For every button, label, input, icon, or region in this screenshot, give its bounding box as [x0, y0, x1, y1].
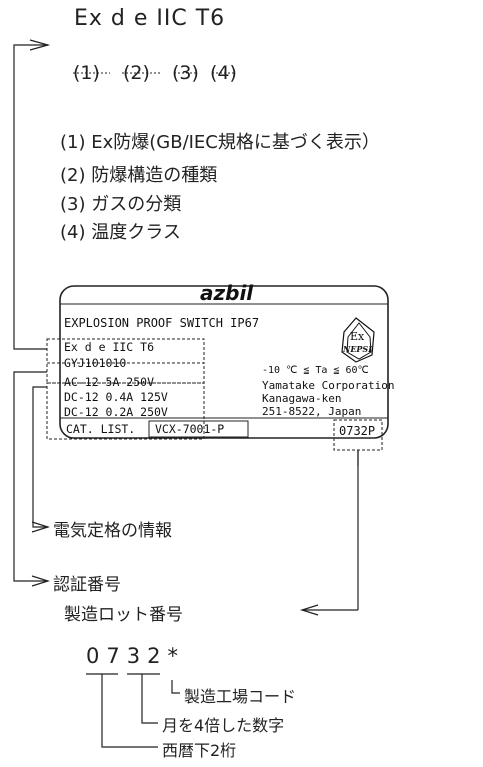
cat-no-box	[148, 420, 249, 438]
lot-example-digits: 0732*	[86, 644, 185, 668]
code-num-4: (4)	[210, 62, 237, 84]
plate-rating-2: DC-12 0.4A 125V	[64, 390, 168, 404]
arrowhead-elec	[31, 521, 51, 533]
code-num-2: (2)	[123, 62, 150, 84]
nameplate-outline	[59, 285, 389, 439]
plate-title: EXPLOSION PROOF SWITCH IP67	[64, 316, 260, 330]
legend-item-4: (4) 温度クラス	[60, 222, 181, 243]
plate-lot-no: 0732P	[339, 424, 376, 438]
lot-factory-code: 製造工場コード	[184, 687, 297, 706]
brand-logo: azbil	[200, 281, 254, 305]
legend-item-1: (1) Ex防爆(GB/IEC規格に基づく表示）	[60, 132, 380, 153]
arrowhead-top	[29, 39, 51, 51]
callout-electrical-rating: 電気定格の情報	[53, 521, 172, 541]
plate-address-1: Kanagawa-ken	[262, 392, 342, 405]
arrowhead-lot	[299, 604, 319, 616]
plate-address-2: 251-8522, Japan	[262, 405, 362, 418]
callout-lot-number: 製造ロット番号	[64, 605, 183, 625]
legend-item-2: (2) 防爆構造の種類	[60, 165, 218, 186]
legend-item-3: (3) ガスの分類	[60, 194, 182, 215]
plate-company: Yamatake Corporation	[262, 379, 395, 392]
plate-rating-1: AC-12 5A 250V	[64, 375, 155, 389]
arrowhead-cert	[31, 575, 51, 587]
plate-cat-no: VCX-7001-P	[155, 422, 225, 436]
lot-box	[333, 419, 383, 451]
nepsi-mark-icon	[341, 317, 375, 363]
ex-code-leader	[13, 44, 48, 350]
plate-temp-range: -10 ℃ ≦ Ta ≦ 60℃	[262, 365, 369, 376]
elec-leader	[32, 386, 48, 528]
plate-ex-code: Ex d e IIC T6	[64, 340, 155, 354]
cert-box	[46, 362, 205, 384]
lot-month: 月を4倍した数字	[162, 716, 285, 735]
plate-cert-no: GYJ101010	[64, 356, 127, 370]
code-num-3: (3)	[172, 62, 199, 84]
lot-year: 西暦下2桁	[162, 741, 237, 760]
top-ex-code: Ex d e IIC T6	[74, 6, 226, 31]
callout-certification-number: 認証番号	[53, 575, 121, 595]
cert-leader	[13, 371, 48, 582]
plate-cat-label: CAT. LIST.	[66, 422, 136, 436]
plate-rating-3: DC-12 0.2A 250V	[64, 405, 168, 419]
code-num-1: (1)	[73, 62, 100, 84]
nepsi-mark-text-2: NEPSI	[343, 344, 372, 354]
rating-box	[46, 382, 205, 440]
nepsi-mark-text-1: Ex	[350, 330, 365, 343]
ex-code-box	[46, 338, 205, 364]
